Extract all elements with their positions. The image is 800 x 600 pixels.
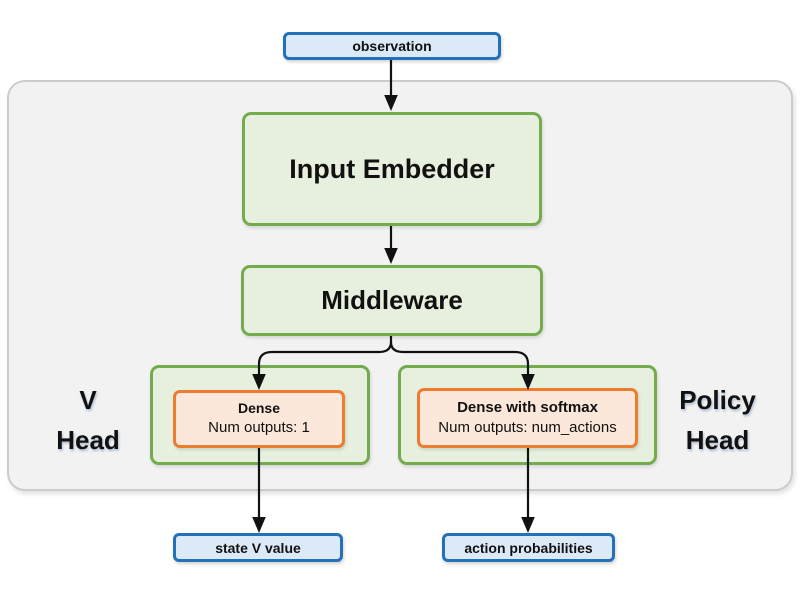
action-probabilities-label: action probabilities [464, 539, 593, 556]
middleware-label: Middleware [321, 285, 463, 315]
input-embedder-label: Input Embedder [289, 153, 495, 184]
state-v-value-node: state V value [173, 533, 343, 562]
policy-head-dense-title: Dense with softmax [457, 398, 598, 416]
middleware-block: Middleware [241, 265, 543, 336]
policy-head-dense-node: Dense with softmax Num outputs: num_acti… [417, 388, 638, 448]
policy-head-dense-subtitle: Num outputs: num_actions [438, 419, 617, 436]
policy-head-side-label-line2: Head [685, 425, 750, 455]
policy-head-side-label: Policy Head [650, 380, 785, 460]
v-head-dense-subtitle: Num outputs: 1 [208, 419, 310, 437]
action-probabilities-node: action probabilities [442, 533, 615, 562]
observation-label: observation [352, 38, 432, 54]
v-head-dense-node: Dense Num outputs: 1 [173, 390, 345, 448]
v-head-dense-title: Dense [237, 400, 281, 417]
v-head-side-label: V Head [28, 380, 148, 460]
observation-node: observation [283, 32, 501, 60]
policy-head-side-label-line1: Policy [679, 385, 756, 415]
v-head-side-label-line2: Head [56, 425, 120, 455]
v-head-side-label-line1: V [79, 385, 97, 415]
state-v-value-label: state V value [215, 539, 301, 556]
input-embedder-block: Input Embedder [242, 112, 542, 226]
